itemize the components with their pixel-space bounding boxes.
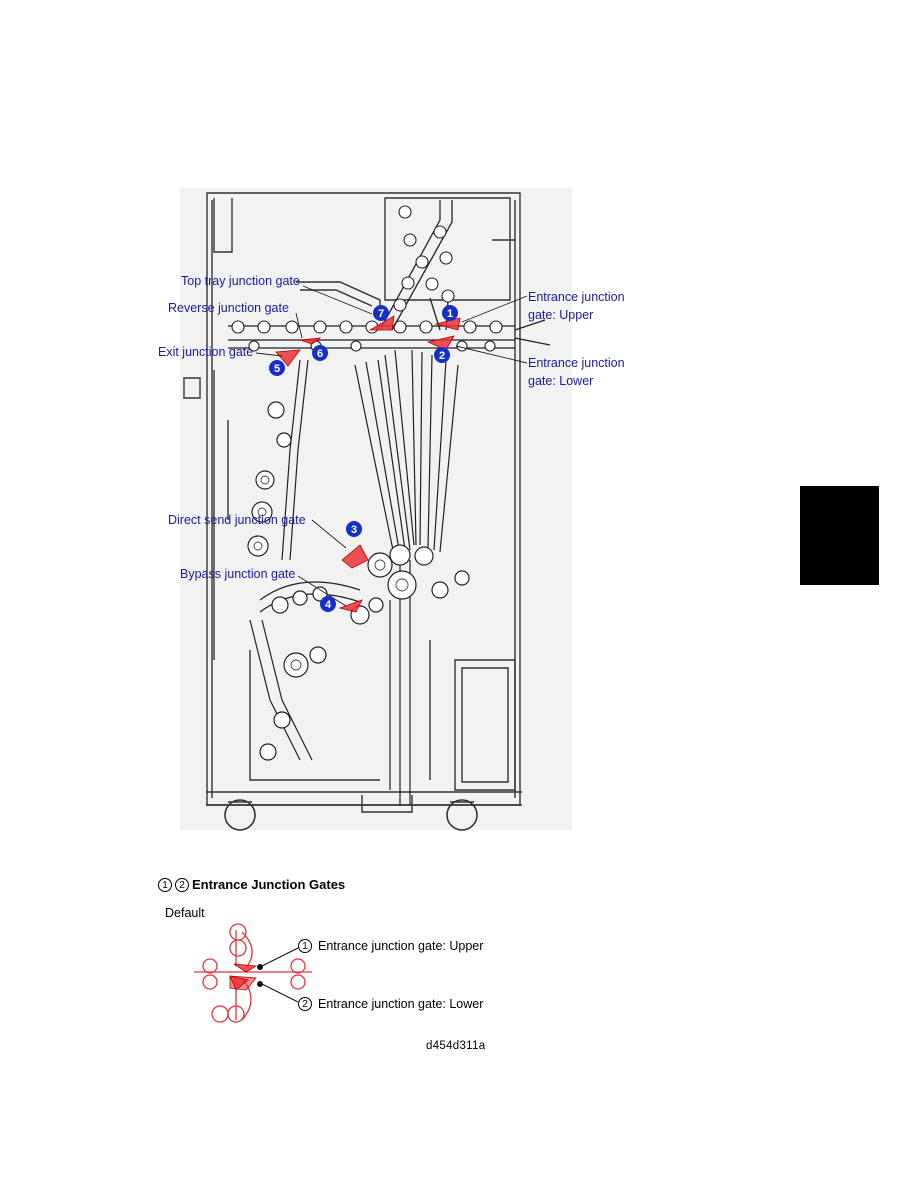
section-tab <box>800 486 879 585</box>
figure-code: d454d311a <box>426 1040 486 1052</box>
marker-2 <box>434 347 450 363</box>
marker-4 <box>320 596 336 612</box>
marker-6-label: 6 <box>317 348 323 360</box>
callout-entrance-lower-line2: gate: Lower <box>528 374 594 388</box>
diagram-background <box>180 188 572 830</box>
callout-bypass: Bypass junction gate <box>180 567 296 581</box>
circled-number-lower: 2 <box>298 997 312 1011</box>
marker-6 <box>312 345 328 361</box>
callout-exit: Exit junction gate <box>158 345 254 359</box>
marker-1 <box>442 305 458 321</box>
marker-5-label: 5 <box>274 363 280 375</box>
gate-bypass <box>338 599 363 613</box>
marker-5 <box>269 360 285 376</box>
marker-3-label: 3 <box>351 524 357 536</box>
finisher-diagram: 1 2 3 4 5 6 7 <box>180 188 572 831</box>
stacker-columns <box>354 349 459 805</box>
gate-lower-text: Entrance junction gate: Lower <box>318 997 484 1011</box>
circled-number-2: 2 <box>175 877 189 892</box>
callout-reverse: Reverse junction gate <box>168 301 289 315</box>
default-label: Default <box>165 906 205 920</box>
marker-badges <box>269 305 458 612</box>
gate-upper-text: Entrance junction gate: Upper <box>318 939 484 953</box>
circled-number-1: 1 <box>158 877 172 892</box>
marker-3 <box>346 521 362 537</box>
gate-schematic <box>194 923 312 1023</box>
gate-entrance-upper <box>434 317 461 331</box>
section-title: Entrance Junction Gates <box>192 877 346 892</box>
junction-gates <box>275 315 461 613</box>
gear-cluster <box>247 401 470 761</box>
gate-lower-label: 2 Entrance junction gate: Lower <box>298 997 483 1011</box>
gate-entrance-lower <box>426 335 455 351</box>
gate-exit <box>275 349 301 367</box>
marker-7-label: 7 <box>378 308 384 320</box>
section-heading: 1 2 Entrance Junction Gates <box>158 877 345 892</box>
marker-1-label: 1 <box>447 308 453 320</box>
marker-2-label: 2 <box>439 350 445 362</box>
marker-4-label: 4 <box>325 599 332 611</box>
callout-entrance-upper-line2: gate: Upper <box>528 308 594 322</box>
circled-number-upper: 1 <box>298 939 312 953</box>
callout-direct-send: Direct send junction gate <box>168 513 306 527</box>
machine-housing <box>183 192 522 813</box>
gate-reverse <box>299 337 322 345</box>
top-tray-rollers <box>393 205 455 312</box>
left-paths <box>249 359 361 761</box>
gate-upper-label: 1 Entrance junction gate: Upper <box>298 939 483 953</box>
casters <box>224 799 478 831</box>
callout-top-tray: Top tray junction gate <box>181 274 300 288</box>
leader-lines <box>255 285 528 607</box>
gate-direct-send <box>341 544 369 569</box>
callout-entrance-upper-line1: Entrance junction <box>528 290 625 304</box>
marker-numbers: 1 2 3 4 5 6 7 <box>274 308 453 611</box>
gear-hubs <box>253 475 409 671</box>
marker-7 <box>373 305 389 321</box>
gate-top-tray <box>368 315 395 331</box>
callout-entrance-lower-line1: Entrance junction <box>528 356 625 370</box>
